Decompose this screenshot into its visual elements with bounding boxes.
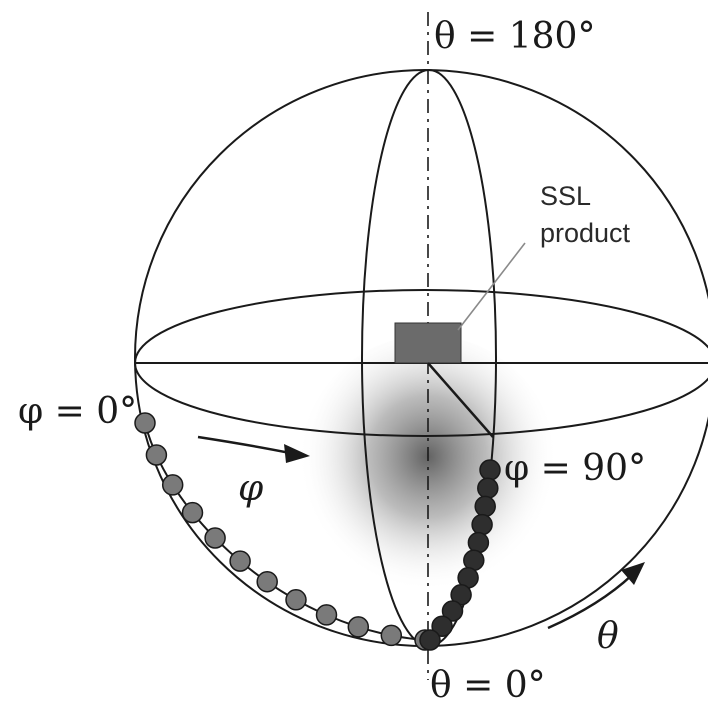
phi-90-measurement-points (419, 459, 501, 651)
phi-90-point-1 (479, 459, 501, 481)
phi-90-point-5 (467, 531, 490, 554)
phi-0-label: φ = 0° (18, 391, 137, 432)
phi-90-radius-line (427, 362, 494, 438)
product-leader-line (457, 242, 526, 331)
theta-direction-arrow (547, 562, 645, 630)
phi-90-point-11 (419, 629, 441, 651)
theta-arrow-label: θ (597, 616, 619, 657)
phi-0-point-8 (285, 589, 307, 611)
phi-0-point-7 (256, 570, 278, 593)
ssl-label-line2: product (540, 218, 631, 248)
phi-90-point-2 (477, 477, 499, 499)
phi-0-point-11 (380, 624, 403, 647)
ssl-product-box (394, 322, 462, 364)
phi-0-point-1 (134, 412, 156, 434)
phi-direction-arrow (197, 435, 310, 463)
phi-0-point-5 (204, 527, 226, 549)
phi-0-point-10 (347, 616, 370, 638)
phi-90-point-3 (474, 495, 496, 518)
phi-90-point-9 (441, 600, 464, 622)
phi-0-point-4 (181, 501, 204, 524)
phi-0-point-6 (229, 550, 251, 572)
theta-180-label: θ = 180° (434, 16, 595, 57)
phi-0-point-9 (315, 604, 338, 626)
phi-0-point-3 (161, 474, 184, 496)
phi-0-point-2 (145, 444, 168, 466)
phi-90-label: φ = 90° (504, 448, 646, 489)
phi-90-point-4 (471, 513, 493, 536)
ssl-label-line1: SSL (540, 181, 591, 211)
phi-90-point-10 (431, 615, 453, 637)
theta-0-label: θ = 0° (430, 665, 546, 704)
phi-arrow-label: φ (238, 468, 264, 509)
